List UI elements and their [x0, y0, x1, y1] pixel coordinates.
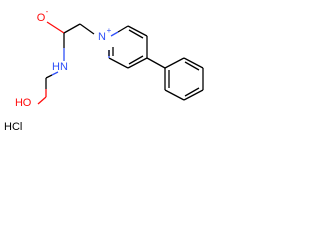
bond-ring-c2-c3 [127, 25, 148, 37]
bond-n-amide-ch2-a [51, 71, 59, 76]
atom-n-pyridinium: N [98, 31, 106, 43]
bond-c-carbonyl-ch2 [63, 23, 81, 34]
bond-ring-c4-c5 [127, 57, 148, 69]
bond-ring-n-c2-b [117, 25, 129, 33]
atom-labels: O - N H N + O H [15, 7, 112, 109]
bond-ring-n-c2-a [110, 31, 119, 37]
atom-o-hydroxyl-hydrogen: H [15, 97, 23, 109]
bond-pyridine-phenyl [146, 57, 166, 69]
atom-o-hydroxyl: O [23, 97, 32, 109]
bond-phenyl-inner-b [184, 87, 200, 97]
bond-ch2-n-pyridinium [79, 23, 95, 35]
atom-n-amide-hydrogen: H [52, 61, 60, 73]
bond-phenyl-c5-c6 [164, 89, 185, 101]
bond-c-o-carbonyl [46, 21, 65, 34]
bond-phenyl-c2-c3 [183, 57, 204, 69]
bonds [37, 21, 204, 105]
bond-phenyl-c1-c2 [164, 57, 185, 69]
molecule-structure: O - N H N + O H HCl [4, 7, 204, 133]
bond-ring-c5-c6 [108, 57, 129, 69]
charge-minus: - [46, 7, 49, 16]
bond-ring-inner-c4-c5 [128, 55, 144, 65]
salt-label: HCl [4, 121, 22, 133]
bond-phenyl-inner-a [184, 61, 200, 71]
atom-o-carbonyl: O [37, 12, 46, 24]
bond-n-amide-ch2-b [45, 74, 53, 79]
bond-phenyl-c4-c5 [183, 89, 204, 101]
bond-ring-inner-c2-c3 [128, 29, 144, 39]
bond-o-hydroxyl-h [37, 96, 47, 105]
atom-n-amide: N [60, 61, 68, 73]
charge-plus: + [107, 26, 112, 35]
